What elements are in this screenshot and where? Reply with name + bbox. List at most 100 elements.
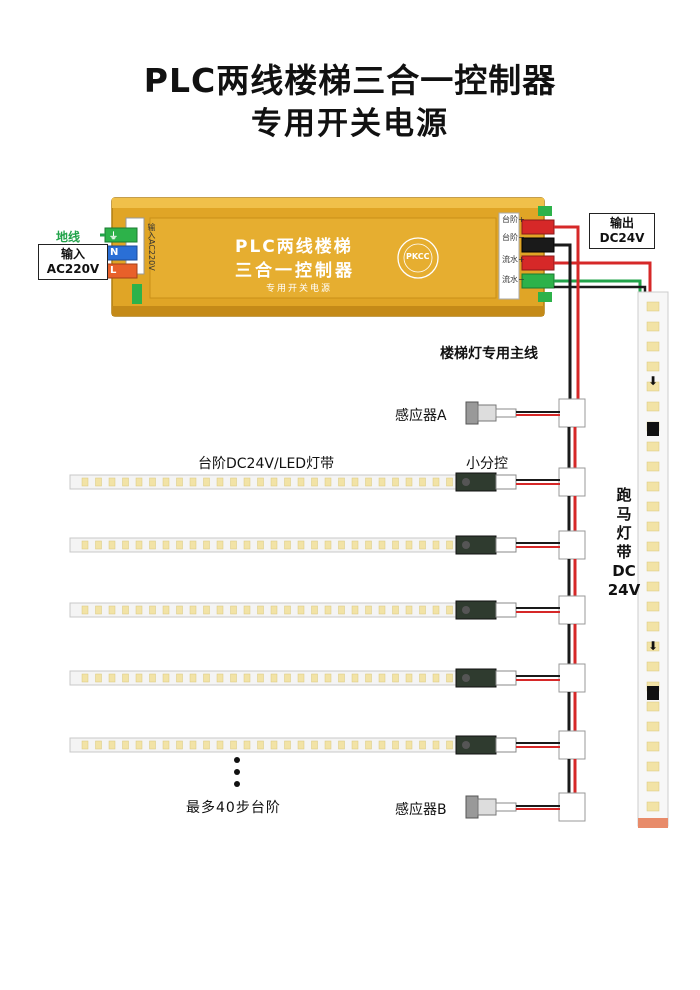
led-chip [176, 540, 183, 550]
output-voltage-label: DC24V [599, 231, 645, 245]
led-chip [176, 605, 183, 615]
step-strip-label: 台阶DC24V/LED灯带 [198, 456, 335, 472]
led-chip [311, 540, 318, 550]
led-chip [135, 540, 143, 550]
led-chip [284, 540, 291, 550]
sensor-a [465, 401, 560, 425]
running-strip-label-1: 跑 [616, 486, 632, 504]
sub-controller-chip [462, 606, 470, 614]
led-chip [405, 540, 413, 550]
led-chip [149, 540, 156, 550]
running-led-chip [646, 441, 660, 452]
led-chip [351, 740, 359, 750]
led-chip [284, 740, 291, 750]
output-terminal-3: 流水+ [502, 255, 525, 264]
input-label: 输入 [60, 247, 85, 261]
led-chip [392, 605, 399, 615]
led-chip [243, 740, 251, 750]
led-chip [446, 740, 453, 750]
led-chip [108, 605, 116, 615]
led-chip [81, 540, 89, 550]
led-chip [243, 673, 251, 683]
led-chip [162, 605, 170, 615]
led-chip [95, 540, 102, 550]
led-chip [405, 740, 413, 750]
led-chip [95, 477, 102, 487]
running-led-chip [646, 701, 660, 712]
led-chip [378, 740, 386, 750]
input-label-box: 输入 AC220V [38, 244, 108, 280]
running-led-chip [646, 321, 660, 332]
led-chip [378, 605, 386, 615]
led-chip [189, 540, 197, 550]
running-led-chip [646, 741, 660, 752]
running-led-chip [646, 341, 660, 352]
tap-connector [558, 663, 586, 693]
led-chip [432, 740, 440, 750]
led-chip [203, 477, 210, 487]
running-led-chip [646, 461, 660, 472]
led-chip [257, 740, 264, 750]
led-chip [203, 673, 210, 683]
led-chip [432, 477, 440, 487]
led-chip [338, 540, 345, 550]
led-chip [338, 477, 345, 487]
led-chip [243, 540, 251, 550]
led-chip [297, 477, 305, 487]
led-chip [419, 540, 426, 550]
led-chip [365, 673, 372, 683]
led-chip [338, 605, 345, 615]
running-led-chip [646, 661, 660, 672]
running-strip-ic [647, 422, 659, 436]
led-chip [311, 673, 318, 683]
led-chip [203, 540, 210, 550]
led-chip [270, 605, 278, 615]
down-arrow-icon: ⬇ [648, 639, 658, 653]
title-line-2: 专用开关电源 [251, 106, 449, 142]
led-chip [108, 540, 116, 550]
led-chip [284, 477, 291, 487]
led-chip [243, 605, 251, 615]
led-chip [189, 605, 197, 615]
led-chip [446, 673, 453, 683]
running-led-strip: ⬇⬇ [637, 291, 669, 828]
step-strips [69, 472, 560, 755]
led-chip [311, 477, 318, 487]
running-led-chip [646, 801, 660, 812]
terminal-l: L [110, 265, 117, 276]
terminal-n: N [110, 247, 119, 258]
sensor-b-label: 感应器B [395, 802, 447, 818]
main-trunk [558, 398, 586, 822]
led-chip [392, 477, 399, 487]
running-led-chip [646, 601, 660, 612]
led-chip [122, 673, 129, 683]
led-chip [122, 540, 129, 550]
tap-connector [558, 398, 586, 428]
running-led-chip [646, 641, 660, 652]
output-label: 输出 [609, 216, 634, 230]
led-chip [108, 477, 116, 487]
running-led-chip [646, 481, 660, 492]
led-chip [149, 605, 156, 615]
led-chip [230, 605, 237, 615]
led-chip [324, 605, 332, 615]
led-chip [257, 477, 264, 487]
running-strip-label-2: 马 [616, 505, 632, 523]
led-chip [351, 673, 359, 683]
led-chip [311, 740, 318, 750]
led-chip [203, 605, 210, 615]
led-chip [392, 740, 399, 750]
output-terminal-1: 台阶+ [502, 215, 525, 224]
title-line-1: PLC两线楼梯三合一控制器 [143, 61, 557, 100]
led-chip [378, 540, 386, 550]
main-wire-black [554, 243, 572, 400]
led-chip [446, 540, 453, 550]
led-chip [405, 673, 413, 683]
led-chip [257, 673, 264, 683]
running-led-chip [646, 501, 660, 512]
tap-connector [558, 595, 586, 625]
sub-controller-chip [462, 674, 470, 682]
output-terminal-4: 流水− [502, 275, 525, 284]
led-chip [122, 740, 129, 750]
running-led-chip [646, 301, 660, 312]
